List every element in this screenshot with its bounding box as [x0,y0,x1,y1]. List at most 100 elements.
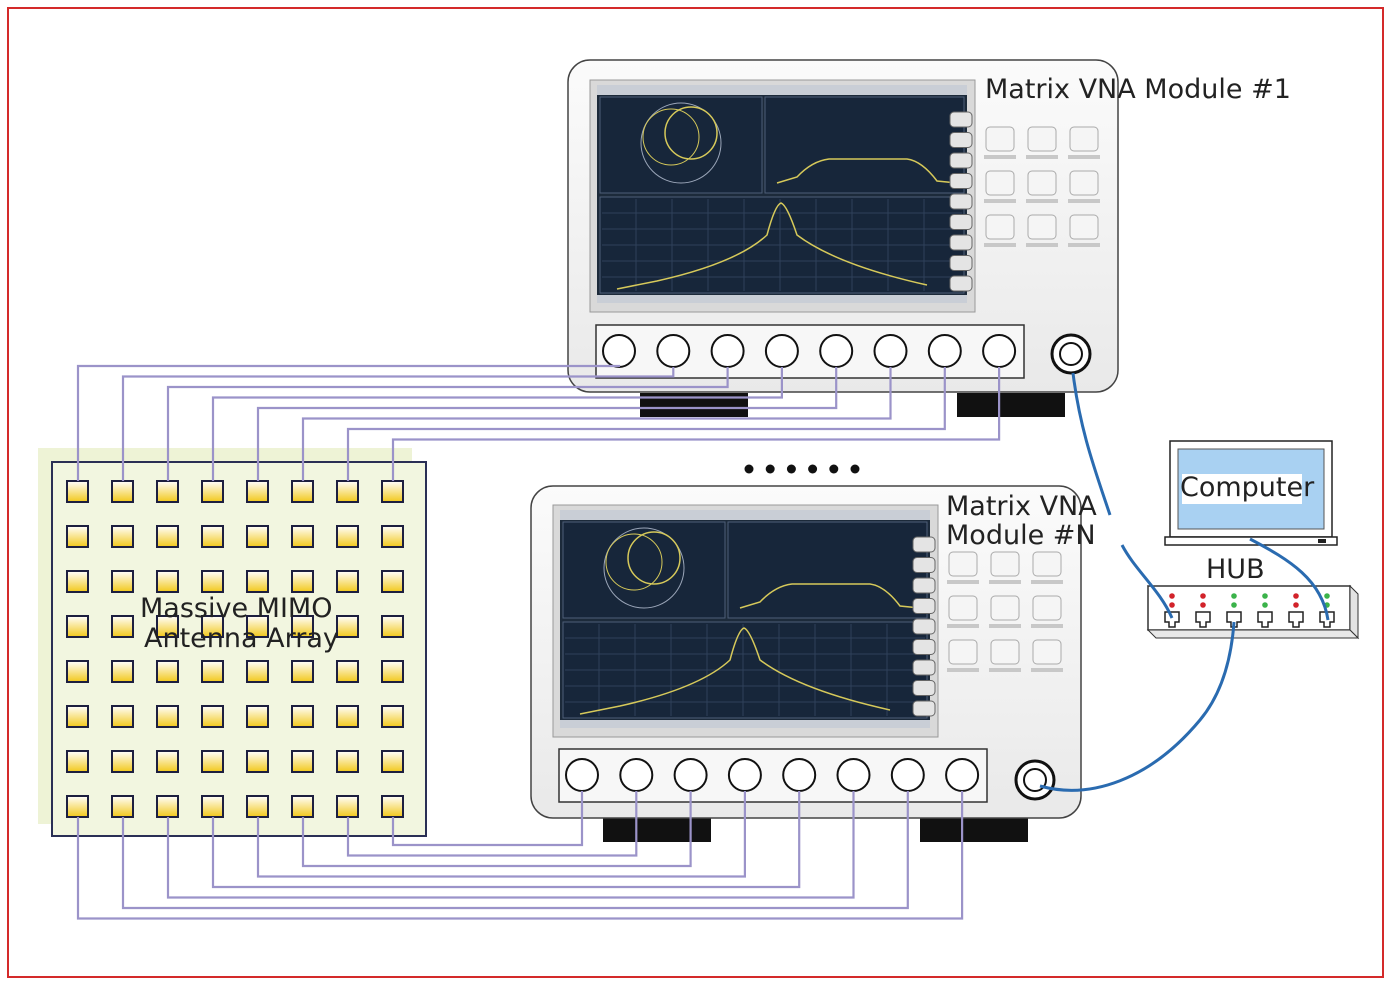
smith-chart-trace [605,533,663,591]
antenna-element [246,795,269,818]
keypad-key-caption [1031,580,1063,584]
network-cables [1039,372,1330,792]
softkey [912,659,936,676]
antenna-element [381,615,404,638]
hub-port [1257,611,1273,628]
rf-port [982,334,1017,368]
antenna-element [336,750,359,773]
antenna-element [291,570,314,593]
antenna-element [291,480,314,503]
rf-cable [211,791,801,889]
rf-port [890,758,925,792]
filter-response-panel [764,96,965,194]
antenna-array-label-line1: Massive MIMO [140,593,333,624]
keypad-key [1069,126,1099,152]
rf-cable [166,367,729,481]
antenna-element [381,660,404,683]
keypad-key-caption [1026,155,1058,159]
antenna-element [381,525,404,548]
rf-cable [166,791,855,899]
antenna-element [156,480,179,503]
antenna-element [336,660,359,683]
module-ellipsis [744,464,860,474]
keypad-key-caption [984,199,1016,203]
network-cable-computer [1249,537,1330,621]
keypad-key-caption [1068,199,1100,203]
keypad-key-caption [1068,243,1100,247]
antenna-element [291,615,314,638]
antenna-element [201,705,224,728]
softkey [949,173,973,189]
vnan-foot-right [920,818,1028,842]
keypad-key [1032,639,1062,665]
rf-cable [256,791,746,878]
softkey [949,214,973,230]
filter-response-trace [776,158,958,184]
vnan-foot-left [603,818,711,842]
hub-led [1231,593,1237,599]
antenna-element [246,615,269,638]
antenna-element [291,705,314,728]
ellipsis-dot [744,464,754,474]
ellipsis-dot [829,464,839,474]
hub-port [1164,611,1180,628]
vna1-network-connector [1050,333,1092,375]
keypad-key [1032,551,1062,577]
keypad-key-caption [947,580,979,584]
hub-led [1293,602,1299,608]
keypad-key-caption [984,155,1016,159]
hub-led [1262,593,1268,599]
rf-port [602,334,636,368]
smith-chart-circle [640,102,722,184]
antenna-element [66,750,89,773]
antenna-element [291,750,314,773]
antenna-element [201,525,224,548]
rf-cable [211,367,783,481]
hub-led [1293,593,1299,599]
keypad-key [948,551,978,577]
hub-led [1169,602,1175,608]
vna-module-n-label: Matrix VNA Module #N [946,492,1097,550]
antenna-element [381,795,404,818]
antenna-element [111,705,134,728]
rf-port [673,758,708,792]
rf-port [565,758,599,792]
antenna-element [156,570,179,593]
keypad-key-caption [947,624,979,628]
antenna-element [336,480,359,503]
rf-port [619,758,654,792]
antenna-element [246,525,269,548]
vnan-network-connector [1014,759,1056,801]
smith-chart-trace [627,531,681,585]
antenna-element [291,660,314,683]
keypad-key [990,595,1020,621]
computer-power-light [1318,539,1326,543]
hub-side [1349,584,1359,640]
softkey [912,639,936,655]
antenna-element [381,570,404,593]
softkey [912,700,936,717]
keypad-key-caption [989,668,1021,672]
antenna-element [246,570,269,593]
rf-cable [256,367,838,481]
rf-cable [121,367,675,481]
antenna-array-label-line2: Antenna Array [144,623,339,654]
keypad-key [1032,595,1062,621]
network-cable-module-n [1039,621,1236,792]
keypad-key-caption [1068,155,1100,159]
hub-port [1288,611,1304,628]
rf-cable [121,791,909,910]
antenna-element [291,795,314,818]
hub-led [1231,602,1237,608]
keypad-key-caption [1031,624,1063,628]
keypad-key [1069,170,1099,196]
softkey [912,557,936,573]
rf-port [727,758,762,792]
rf-port [764,334,799,368]
antenna-element [66,525,89,548]
rf-port [927,334,962,368]
antenna-element [201,660,224,683]
keypad-key [1027,214,1057,240]
outer-frame [7,7,1384,978]
keypad-key [948,639,978,665]
